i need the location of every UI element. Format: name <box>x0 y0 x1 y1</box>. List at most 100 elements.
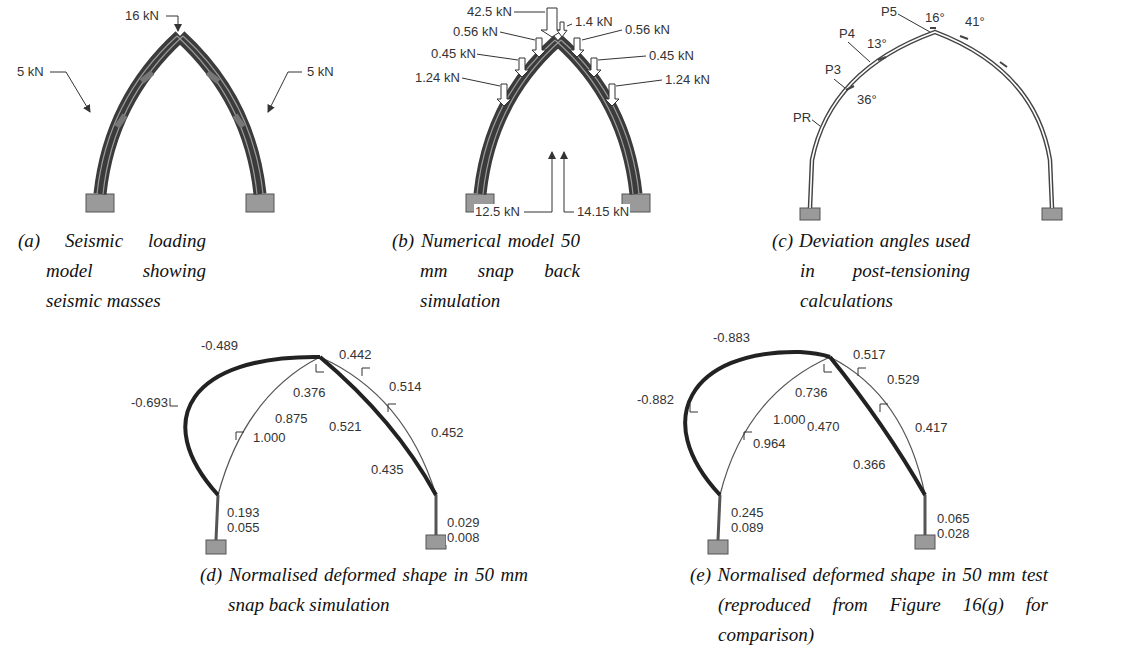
deformed-shape <box>170 364 396 440</box>
value-label: 14.15 kN <box>576 204 630 219</box>
subfigure-caption: (c) Deviation angles used in post-tensio… <box>772 226 970 316</box>
value-label: 5 kN <box>16 64 45 79</box>
value-label: 0.008 <box>446 530 481 545</box>
value-label: 16° <box>924 10 946 25</box>
load-arrow <box>497 8 619 106</box>
value-label: 0.470 <box>806 419 841 434</box>
arch-tendons <box>103 36 183 194</box>
arch-outline <box>800 28 1062 220</box>
value-label: 0.065 <box>936 511 971 526</box>
arch-tendons <box>180 36 260 194</box>
value-label: 0.45 kN <box>648 48 695 63</box>
load-arrow <box>532 38 546 57</box>
arch-tendons <box>561 40 639 194</box>
value-label: 0.366 <box>852 457 887 472</box>
value-label: 0.517 <box>852 347 887 362</box>
load-leader <box>166 16 178 31</box>
value-label: 0.736 <box>794 385 829 400</box>
deformed-shape <box>435 495 438 535</box>
load-leader <box>50 16 302 112</box>
arch-outline <box>810 32 1052 208</box>
load-arrow <box>605 84 619 106</box>
arch-tendons <box>480 40 558 194</box>
arch-tendons <box>115 114 128 129</box>
arch-outline <box>1042 208 1062 220</box>
value-label: P4 <box>838 26 856 41</box>
value-label: 0.442 <box>338 347 373 362</box>
value-label: 0.452 <box>430 425 465 440</box>
value-label: 1.4 kN <box>574 14 614 29</box>
arch-outline <box>800 208 820 220</box>
load-leader <box>564 152 574 212</box>
value-label: 0.193 <box>226 505 261 520</box>
load-arrow <box>570 38 584 57</box>
value-label: 12.5 kN <box>474 204 521 219</box>
arch-tendons <box>206 70 221 84</box>
arch-tendons <box>97 36 177 194</box>
value-label: 1.000 <box>772 412 807 427</box>
load-leader <box>524 152 552 212</box>
subfigure-caption: (d) Normalised deformed shape in 50 mm s… <box>200 560 528 620</box>
arch-tendons <box>100 36 180 194</box>
value-label: 0.435 <box>370 462 405 477</box>
load-leader <box>582 30 622 40</box>
value-label: 0.417 <box>914 420 949 435</box>
load-leader <box>567 24 572 26</box>
load-leader <box>500 32 535 40</box>
value-label: 1.000 <box>252 430 287 445</box>
load-leader <box>598 56 646 60</box>
label-leader <box>811 14 930 126</box>
deformed-shape <box>426 535 446 549</box>
value-label: -0.882 <box>636 392 675 407</box>
value-label: 0.514 <box>388 379 423 394</box>
deformed-shape <box>216 495 218 540</box>
value-label: 0.45 kN <box>430 46 477 61</box>
load-leader <box>268 72 302 112</box>
arch-tendons <box>140 70 155 84</box>
deformed-shape <box>690 364 888 440</box>
value-label: 0.029 <box>446 515 481 530</box>
deformed-shape <box>718 495 720 540</box>
subfigure-caption: (b) Numerical model 50 mm snap back simu… <box>392 226 580 316</box>
value-label: 0.875 <box>274 411 309 426</box>
deformed-shape <box>830 357 925 495</box>
arch-tendons <box>86 36 274 212</box>
value-label: 0.964 <box>752 436 787 451</box>
arch-tendons <box>246 194 274 212</box>
arch-tendons <box>477 40 555 194</box>
value-label: 0.245 <box>730 505 765 520</box>
deformed-shape <box>685 352 935 554</box>
load-arrow <box>515 58 529 77</box>
load-leader <box>50 72 90 112</box>
arch-tendons <box>483 40 561 194</box>
load-leader <box>476 54 518 60</box>
deformed-shape <box>320 357 436 495</box>
arch-outline <box>846 28 1007 90</box>
arch-tendons <box>183 36 263 194</box>
value-label: 1.24 kN <box>414 70 461 85</box>
value-label: -0.489 <box>200 338 239 353</box>
arch-tendons <box>177 36 257 194</box>
load-arrow <box>587 58 601 77</box>
value-label: PR <box>792 110 812 125</box>
value-label: P3 <box>824 62 842 77</box>
value-label: 0.529 <box>886 372 921 387</box>
value-label: -0.693 <box>130 395 169 410</box>
load-arrow <box>497 84 511 106</box>
deformed-shape <box>170 357 446 554</box>
deformed-shape <box>720 357 925 495</box>
load-leader <box>462 12 662 212</box>
subfigure-caption: (e) Normalised deformed shape in 50 mm t… <box>690 560 1048 650</box>
deformed-shape <box>924 495 927 535</box>
value-label: 0.56 kN <box>624 22 671 37</box>
value-label: 16 kN <box>124 8 160 23</box>
load-leader <box>616 80 662 86</box>
arch-outline <box>810 32 1052 208</box>
value-label: 42.5 kN <box>466 4 513 19</box>
value-label: 0.089 <box>730 520 765 535</box>
value-label: 0.521 <box>328 419 363 434</box>
value-label: 1.24 kN <box>664 72 711 87</box>
load-leader <box>462 78 500 86</box>
label-leader <box>834 79 845 88</box>
